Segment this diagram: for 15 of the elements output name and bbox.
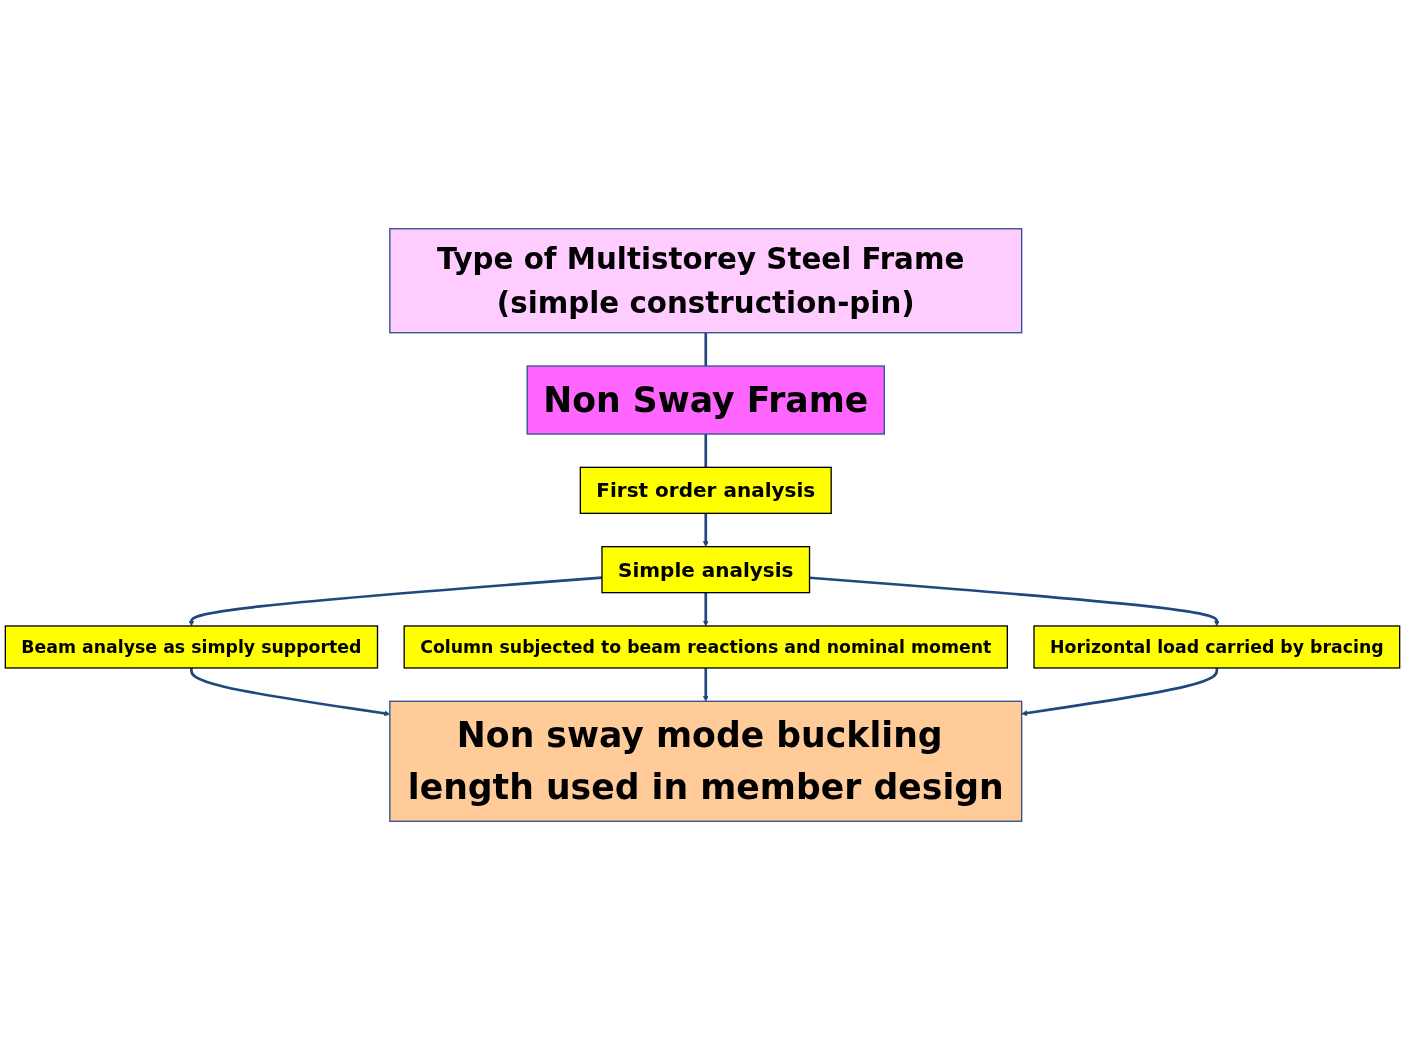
arrow <box>1021 667 1219 716</box>
arrow <box>809 575 1220 626</box>
node-box: Simple analysis <box>601 545 811 593</box>
node-box: Beam analyse as simply supported <box>4 624 379 669</box>
node-box: Horizontal load carried by bracing <box>1033 624 1401 669</box>
arrow <box>702 667 709 702</box>
connector <box>704 433 708 467</box>
arrow <box>702 592 709 626</box>
node-box: Type of Multistorey Steel Frame (simple construction-pin) <box>389 227 1023 333</box>
node-box: Non sway mode buckling length used in member design <box>389 700 1023 822</box>
node-box: Non Sway Frame <box>526 364 885 435</box>
node-box: First order analysis <box>579 466 832 514</box>
connector <box>704 332 708 366</box>
arrow <box>702 512 709 547</box>
node-box: Column subjected to beam reactions and nominal moment <box>403 624 1008 669</box>
